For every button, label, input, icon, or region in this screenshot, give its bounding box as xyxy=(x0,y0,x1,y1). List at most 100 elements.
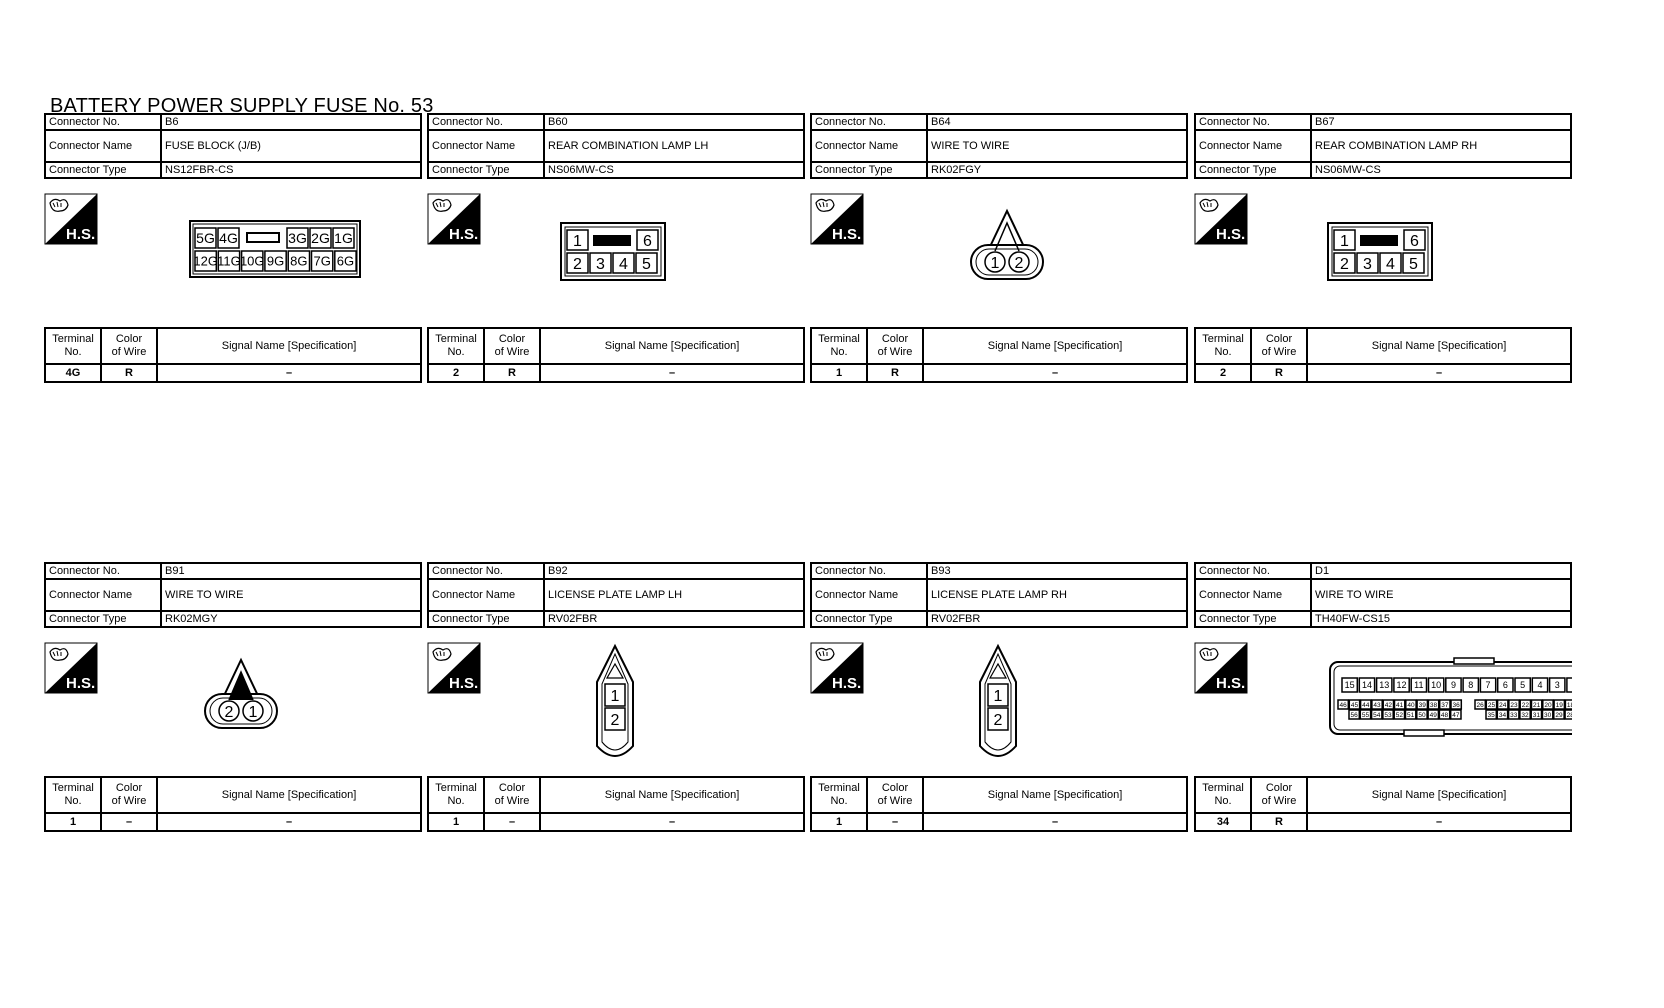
color-value: – xyxy=(100,812,158,832)
connector-name-value: REAR COMBINATION LAMP LH xyxy=(543,129,805,163)
pin-label: 3 xyxy=(1555,680,1560,690)
pin-label: 12 xyxy=(1397,680,1407,690)
pin-label: 48 xyxy=(1441,712,1449,719)
pin-label: 9 xyxy=(1451,680,1456,690)
signal-value: – xyxy=(539,812,805,832)
table-row: 2 R – xyxy=(427,363,805,383)
pin-label: 45 xyxy=(1351,702,1359,709)
pin-label: 41 xyxy=(1396,702,1404,709)
pin-label: 11G xyxy=(217,254,241,269)
pin-label: 44 xyxy=(1362,702,1370,709)
color-header: Color xyxy=(881,333,909,345)
connector-type-value: NS12FBR-CS xyxy=(160,161,422,179)
connector-no-label: Connector No. xyxy=(427,562,545,580)
signal-header: Signal Name [Specification] xyxy=(922,776,1188,814)
of-wire-header: of Wire xyxy=(1261,795,1297,807)
pin-label: 10G xyxy=(240,254,265,269)
pin-label: 53 xyxy=(1384,712,1392,719)
pin-label: 2G xyxy=(311,230,330,246)
connector-type-label: Connector Type xyxy=(810,161,928,179)
hs-label: H.S. xyxy=(1216,226,1245,243)
pin-label: 34 xyxy=(1499,712,1507,719)
signal-header: Signal Name [Specification] xyxy=(1306,776,1572,814)
hs-label: H.S. xyxy=(832,226,861,243)
terminal-no-header: No. xyxy=(447,346,465,358)
color-header: Color xyxy=(498,782,526,794)
terminal-header: Terminal xyxy=(52,333,94,345)
connector-no-label: Connector No. xyxy=(427,113,545,131)
terminal-no-header: No. xyxy=(64,795,82,807)
harness-side-icon: H.S. xyxy=(1194,193,1248,245)
pin-label: 6 xyxy=(1503,680,1508,690)
of-wire-header: of Wire xyxy=(877,795,913,807)
hs-label: H.S. xyxy=(1216,675,1245,692)
connector-no-value: D1 xyxy=(1310,562,1572,580)
connector-info-table: Connector No. D1 Connector Name WIRE TO … xyxy=(1194,562,1572,628)
harness-side-icon: H.S. xyxy=(810,642,864,694)
terminal-value: 4G xyxy=(44,363,102,383)
terminal-no-header: No. xyxy=(447,795,465,807)
connector-type-value: RV02FBR xyxy=(926,610,1188,628)
connector-card-b91: Connector No. B91 Connector Name WIRE TO… xyxy=(44,562,424,832)
pin-label: 35 xyxy=(1488,712,1496,719)
connector-type-label: Connector Type xyxy=(427,161,545,179)
pin-label: 3 xyxy=(1363,256,1372,273)
pin-label: 1 xyxy=(1340,233,1349,250)
connector-type-label: Connector Type xyxy=(1194,610,1312,628)
terminal-no-header: No. xyxy=(1214,346,1232,358)
connector-no-value: B92 xyxy=(543,562,805,580)
pin-label: 2 xyxy=(994,712,1003,729)
terminal-value: 2 xyxy=(427,363,485,383)
hs-label: H.S. xyxy=(832,675,861,692)
pin-label: 10 xyxy=(1431,680,1441,690)
signal-header: Signal Name [Specification] xyxy=(156,776,422,814)
pin-label: 31 xyxy=(1533,712,1541,719)
connector-name-value: LICENSE PLATE LAMP RH xyxy=(926,578,1188,612)
connector-face-diagram: 1514131211109876543214645444342414039383… xyxy=(1329,657,1572,737)
connector-card-b93: Connector No. B93 Connector Name LICENSE… xyxy=(810,562,1190,832)
connector-type-label: Connector Type xyxy=(44,161,162,179)
connector-type-value: NS06MW-CS xyxy=(543,161,805,179)
connector-no-label: Connector No. xyxy=(1194,113,1312,131)
pin-label: 4G xyxy=(219,230,238,246)
hs-label: H.S. xyxy=(449,226,478,243)
pin-label: 1G xyxy=(334,230,353,246)
pin-label: 51 xyxy=(1407,712,1415,719)
connector-face-diagram: 12 xyxy=(596,643,634,757)
color-header: Color xyxy=(881,782,909,794)
connector-no-value: B93 xyxy=(926,562,1188,580)
pin-label: 5 xyxy=(642,256,651,273)
color-value: R xyxy=(1250,363,1308,383)
signal-value: – xyxy=(156,363,422,383)
pin-label: 2 xyxy=(1340,256,1349,273)
pin-label: 9G xyxy=(267,254,284,269)
color-value: – xyxy=(483,812,541,832)
terminal-no-header: No. xyxy=(830,795,848,807)
connector-info-table: Connector No. B91 Connector Name WIRE TO… xyxy=(44,562,422,628)
color-value: R xyxy=(100,363,158,383)
pin-label: 12G xyxy=(193,254,218,269)
terminal-value: 1 xyxy=(44,812,102,832)
connector-no-value: B91 xyxy=(160,562,422,580)
terminal-header: Terminal xyxy=(435,782,477,794)
color-header: Color xyxy=(498,333,526,345)
connector-card-b60: Connector No. B60 Connector Name REAR CO… xyxy=(427,113,807,383)
pin-label: 54 xyxy=(1373,712,1381,719)
terminal-header: Terminal xyxy=(1202,333,1244,345)
pin-label: 39 xyxy=(1419,702,1427,709)
pin-label: 28 xyxy=(1567,712,1572,719)
page-title: BATTERY POWER SUPPLY FUSE No. 53 xyxy=(50,95,434,117)
signal-value: – xyxy=(156,812,422,832)
signal-header: Signal Name [Specification] xyxy=(539,776,805,814)
connector-no-value: B6 xyxy=(160,113,422,131)
pin-label: 20 xyxy=(1544,702,1552,709)
pin-label: 7 xyxy=(1486,680,1491,690)
pin-label: 2 xyxy=(225,704,234,721)
pin-label: 22 xyxy=(1522,702,1530,709)
